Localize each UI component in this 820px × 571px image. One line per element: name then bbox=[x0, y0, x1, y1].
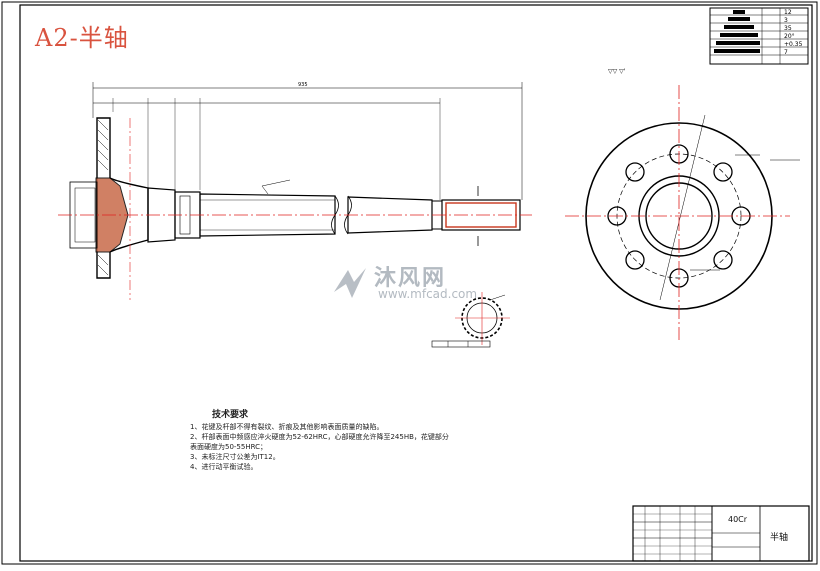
note-item: 4、进行动平衡试验。 bbox=[190, 463, 258, 471]
watermark-cn: 沐风网 bbox=[374, 266, 447, 291]
flange-front-view: ▽▽ ▽' bbox=[585, 68, 800, 310]
shaft-side-view: 935 bbox=[69, 82, 523, 279]
notes-title: 技术要求 bbox=[212, 410, 249, 420]
total-length-dim: 935 bbox=[298, 82, 308, 88]
drawing-title: A2-半轴 bbox=[35, 24, 129, 52]
watermark: 沐风网 www.mfcad.com bbox=[330, 260, 500, 304]
note-item: 3、未标注尺寸公差为IT12。 bbox=[190, 453, 280, 461]
param-value-4: 20° bbox=[784, 33, 795, 40]
param-value-2: 3 bbox=[784, 17, 788, 24]
spline-section bbox=[431, 292, 510, 348]
param-value-1: 12 bbox=[784, 9, 792, 16]
watermark-url: www.mfcad.com bbox=[378, 287, 478, 301]
param-value-3: 35 bbox=[784, 25, 792, 32]
technical-requirements: 技术要求 1、花键及杆部不得有裂纹、折痕及其他影响表面质量的缺陷。 2、杆部表面… bbox=[190, 410, 450, 472]
note-item: 2、杆部表面中频感应淬火硬度为52-62HRC，心部硬度允许降至245HB，花键… bbox=[190, 433, 449, 451]
parameter-table: 12 3 35 20° +0.35 7 bbox=[709, 7, 809, 65]
param-value-5: +0.35 bbox=[784, 41, 803, 48]
title-block-material: 40Cr bbox=[728, 515, 748, 524]
note-item: 1、花键及杆部不得有裂纹、折痕及其他影响表面质量的缺陷。 bbox=[190, 423, 384, 431]
param-value-6: 7 bbox=[784, 49, 788, 56]
title-block bbox=[632, 505, 810, 562]
inner-border bbox=[19, 4, 813, 562]
title-block-part-name: 半轴 bbox=[770, 533, 789, 543]
svg-text:▽▽ ▽': ▽▽ ▽' bbox=[608, 68, 626, 75]
watermark-logo-icon bbox=[334, 268, 366, 298]
